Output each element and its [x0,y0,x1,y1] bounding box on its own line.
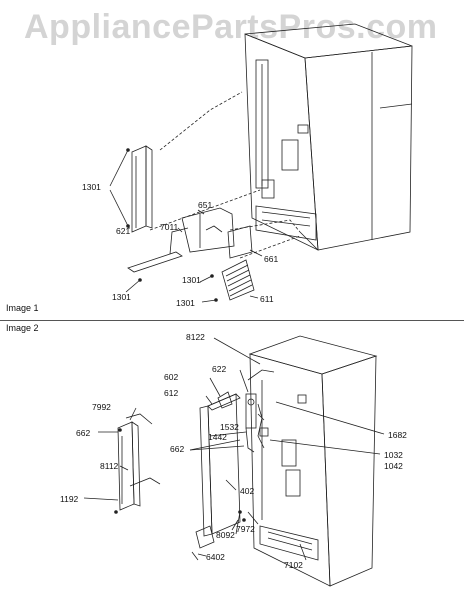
image1-refrigerator-cabinet [244,23,413,251]
part-651-bracket [181,207,235,253]
part-611-grille [221,259,255,301]
section-label-image2: Image 2 [6,323,39,333]
part-7011-strip [127,227,189,273]
image2-callout-leaders [83,337,385,561]
image1-callout-leaders [128,209,263,299]
section-label-image1: Image 1 [6,303,39,313]
part-8112-strip [114,477,161,514]
part-8092-7972-fasteners [235,510,246,535]
callout-1682: 1682 [388,430,407,440]
callout-7992: 7992 [92,402,111,412]
image2-refrigerator-cabinet [248,335,378,587]
callout-1301-c: 1301 [112,292,131,302]
callout-621: 621 [116,226,131,236]
watermark-logo: AppliancePartsPros.com [24,8,438,46]
callout-8122: 8122 [186,332,205,342]
callout-1032: 1032 [384,450,403,460]
callout-661: 661 [264,254,279,264]
callout-1301-d: 1301 [176,298,195,308]
callout-402: 402 [240,486,255,496]
callout-1442: 1442 [208,432,227,442]
callout-1301-b: 1301 [182,275,201,285]
callout-662-a: 662 [76,428,91,438]
part-661-cover [227,225,253,259]
callout-8092: 8092 [216,530,235,540]
callout-7972: 7972 [236,524,255,534]
screws-1301-bcd [125,274,218,303]
callout-622: 622 [212,364,227,374]
callout-602: 602 [164,372,179,382]
part-7992-662-bracket [118,413,153,432]
callout-8112: 8112 [100,461,119,471]
callout-611: 611 [260,294,274,304]
callout-7102: 7102 [284,560,303,570]
callout-612: 612 [164,388,179,398]
callout-662-b: 662 [170,444,185,454]
part-621-panel [131,145,153,233]
image2-wiring [247,369,275,449]
callout-1301-a: 1301 [82,182,101,192]
part-6402-bottom [191,525,215,561]
callout-1532: 1532 [220,422,239,432]
screws-1301-a [109,148,130,228]
image1-leader-lines [149,91,301,259]
part-1192-side-piece [117,421,141,511]
section-divider [0,320,464,321]
part-402-panel [199,393,241,537]
callout-1192: 1192 [60,494,79,504]
callout-7011: 7011 [160,222,179,232]
callout-6402: 6402 [206,552,225,562]
callout-1042: 1042 [384,461,403,471]
part-602-612-brackets [217,391,257,453]
callout-651: 651 [198,200,213,210]
